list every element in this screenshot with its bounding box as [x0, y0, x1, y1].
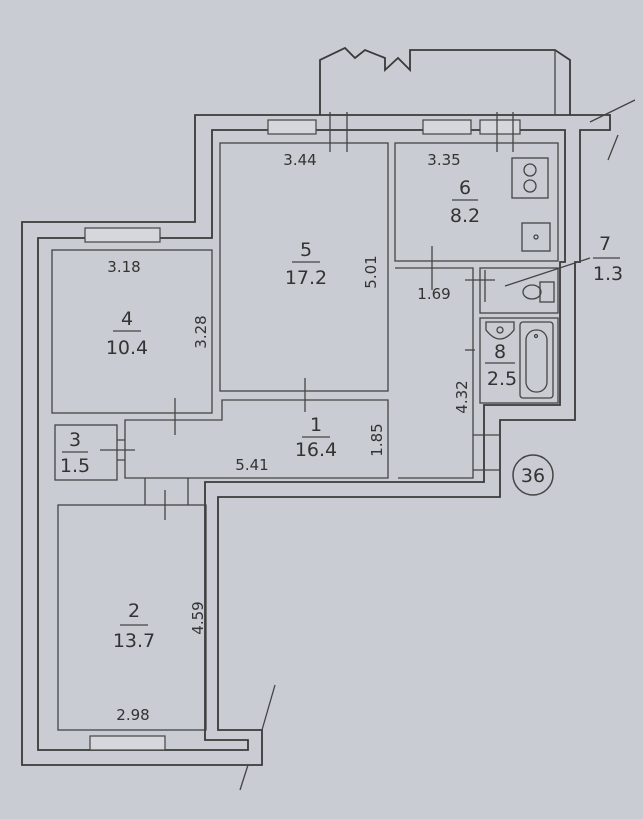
dim-corridor-length: 4.32 [453, 380, 471, 413]
apartment-number: 36 [521, 465, 545, 487]
dim-room-1-length: 5.41 [235, 456, 268, 474]
dim-room-2-width: 2.98 [116, 706, 149, 724]
sink-icon [485, 321, 515, 340]
room-5-area: 17.2 [285, 267, 327, 289]
dim-room-5-depth: 5.01 [362, 255, 380, 288]
room-8-number: 8 [494, 341, 506, 363]
outer-walls [21, 46, 636, 791]
dim-room-4-depth: 3.28 [192, 315, 210, 348]
room-6-area: 8.2 [450, 205, 480, 227]
room-7-area: 1.3 [593, 263, 623, 285]
room-5-number: 5 [300, 239, 312, 261]
room-1-area: 16.4 [295, 439, 337, 461]
room-3-number: 3 [69, 429, 81, 451]
room-6-number: 6 [459, 177, 471, 199]
room-7-number: 7 [599, 233, 611, 255]
window-room-6 [422, 119, 472, 135]
room-3-area: 1.5 [60, 455, 90, 477]
stove-icon [511, 157, 549, 199]
window-room-2 [89, 735, 166, 751]
dim-room-7-width: 1.69 [417, 285, 450, 303]
fraction-lines [62, 199, 620, 626]
room-1-number: 1 [310, 414, 322, 436]
dim-room-1-width: 1.85 [368, 423, 386, 456]
room-4-area: 10.4 [106, 337, 148, 359]
dim-room-4-width: 3.18 [107, 258, 140, 276]
room-walls [51, 142, 559, 731]
window-room-4 [84, 227, 161, 243]
window-balcony-door [479, 119, 521, 135]
toilet-icon [539, 281, 555, 303]
dim-room-2-depth: 4.59 [189, 601, 207, 634]
dim-room-6-width: 3.35 [427, 151, 460, 169]
door-marks [100, 112, 514, 520]
bathtub-icon [519, 321, 554, 399]
room-8-area: 2.5 [487, 368, 517, 390]
windows [84, 119, 521, 751]
fixtures [485, 157, 591, 399]
kitchen-sink-icon [521, 222, 551, 252]
room-2-area: 13.7 [113, 630, 155, 652]
room-4-number: 4 [121, 308, 133, 330]
window-room-5 [267, 119, 317, 135]
apartment-number-badge [512, 454, 554, 496]
room-2-number: 2 [128, 600, 140, 622]
dim-room-5-width: 3.44 [283, 151, 316, 169]
